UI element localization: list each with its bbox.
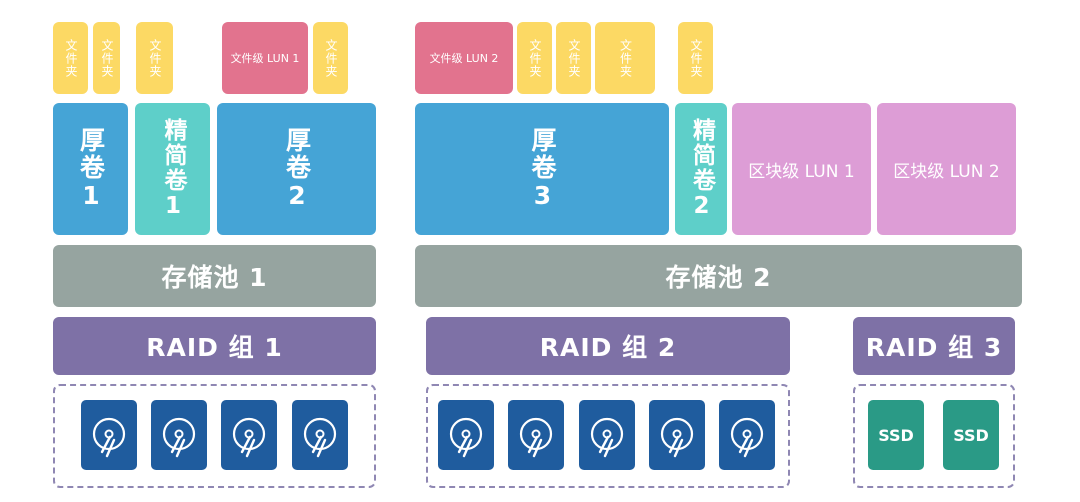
storage-pool-1: 存储池 1 — [53, 245, 376, 307]
hard-disk-icon — [221, 400, 277, 470]
folder: 文件夹 — [556, 22, 591, 94]
ssd-drive: SSD — [868, 400, 924, 470]
hard-disk-icon — [508, 400, 564, 470]
thin-volume-2-label: 精简卷2 — [688, 117, 715, 221]
thick-volume-2: 厚卷2 — [217, 103, 376, 235]
hard-disk-icon — [292, 400, 348, 470]
thin-volume-1: 精简卷1 — [135, 103, 210, 235]
folder: 文件夹 — [595, 22, 655, 94]
folder: 文件夹 — [53, 22, 88, 94]
thick-volume-1-label: 厚卷1 — [76, 126, 106, 212]
hard-disk-icon — [719, 400, 775, 470]
hard-disk-icon — [151, 400, 207, 470]
hard-disk-icon — [649, 400, 705, 470]
thin-volume-2: 精简卷2 — [675, 103, 727, 235]
file-level-lun-1: 文件级 LUN 1 — [222, 22, 308, 94]
thick-volume-3-label: 厚卷3 — [528, 126, 557, 212]
storage-pool-2: 存储池 2 — [415, 245, 1022, 307]
disk-enclosure-3 — [853, 384, 1015, 488]
hard-disk-icon — [579, 400, 635, 470]
raid-group-2: RAID 组 2 — [426, 317, 790, 375]
folder: 文件夹 — [136, 22, 173, 94]
folder: 文件夹 — [313, 22, 348, 94]
hard-disk-icon — [438, 400, 494, 470]
thin-volume-1-label: 精简卷1 — [160, 117, 186, 221]
raid-group-3: RAID 组 3 — [853, 317, 1015, 375]
hard-disk-icon — [81, 400, 137, 470]
folder: 文件夹 — [678, 22, 713, 94]
raid-group-1: RAID 组 1 — [53, 317, 376, 375]
thick-volume-1: 厚卷1 — [53, 103, 128, 235]
folder: 文件夹 — [517, 22, 552, 94]
disk-enclosure-1 — [53, 384, 376, 488]
thick-volume-2-label: 厚卷2 — [282, 126, 312, 212]
ssd-drive: SSD — [943, 400, 999, 470]
block-level-lun-2: 区块级 LUN 2 — [877, 103, 1016, 235]
folder: 文件夹 — [93, 22, 120, 94]
block-level-lun-1: 区块级 LUN 1 — [732, 103, 871, 235]
disk-enclosure-2 — [426, 384, 790, 488]
thick-volume-3: 厚卷3 — [415, 103, 669, 235]
file-level-lun-2: 文件级 LUN 2 — [415, 22, 513, 94]
